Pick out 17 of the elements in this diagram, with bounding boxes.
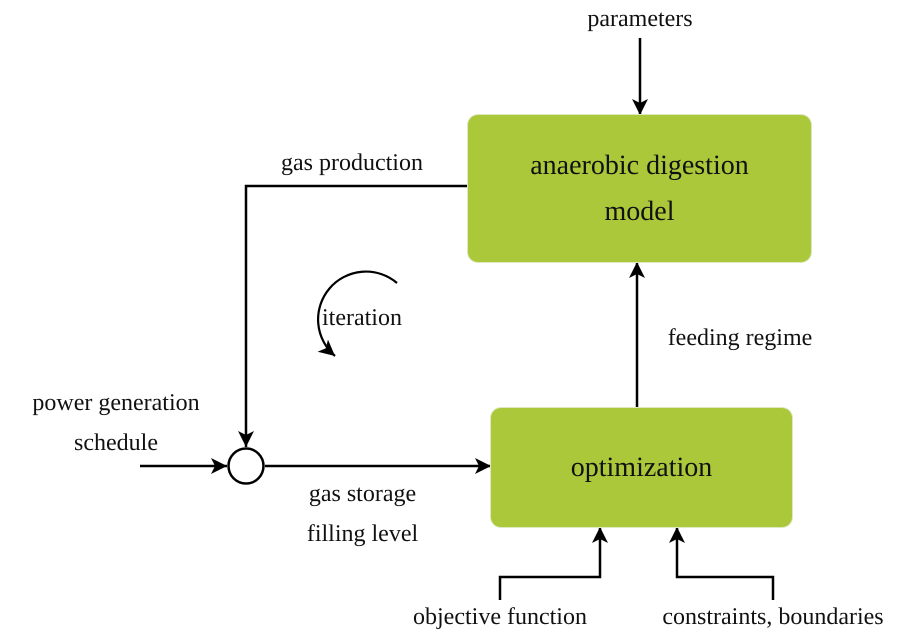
input-label: objective function (413, 603, 587, 632)
input-label: power generation schedule (31, 389, 201, 458)
box-title: anaerobic digestion model (529, 148, 750, 228)
arrow (498, 527, 608, 600)
process-box (468, 115, 811, 262)
arrow (669, 527, 774, 600)
summing-junction (227, 447, 265, 485)
annotation-text: iteration (322, 304, 402, 333)
input-label: constraints, boundaries (662, 603, 884, 632)
arrow (238, 184, 468, 447)
arrow (629, 262, 645, 408)
arrow (140, 458, 227, 474)
arrow (632, 38, 648, 115)
process-box (491, 408, 792, 527)
arrow (265, 458, 491, 474)
box-title: optimization (570, 450, 714, 484)
input-label: parameters (587, 5, 693, 34)
